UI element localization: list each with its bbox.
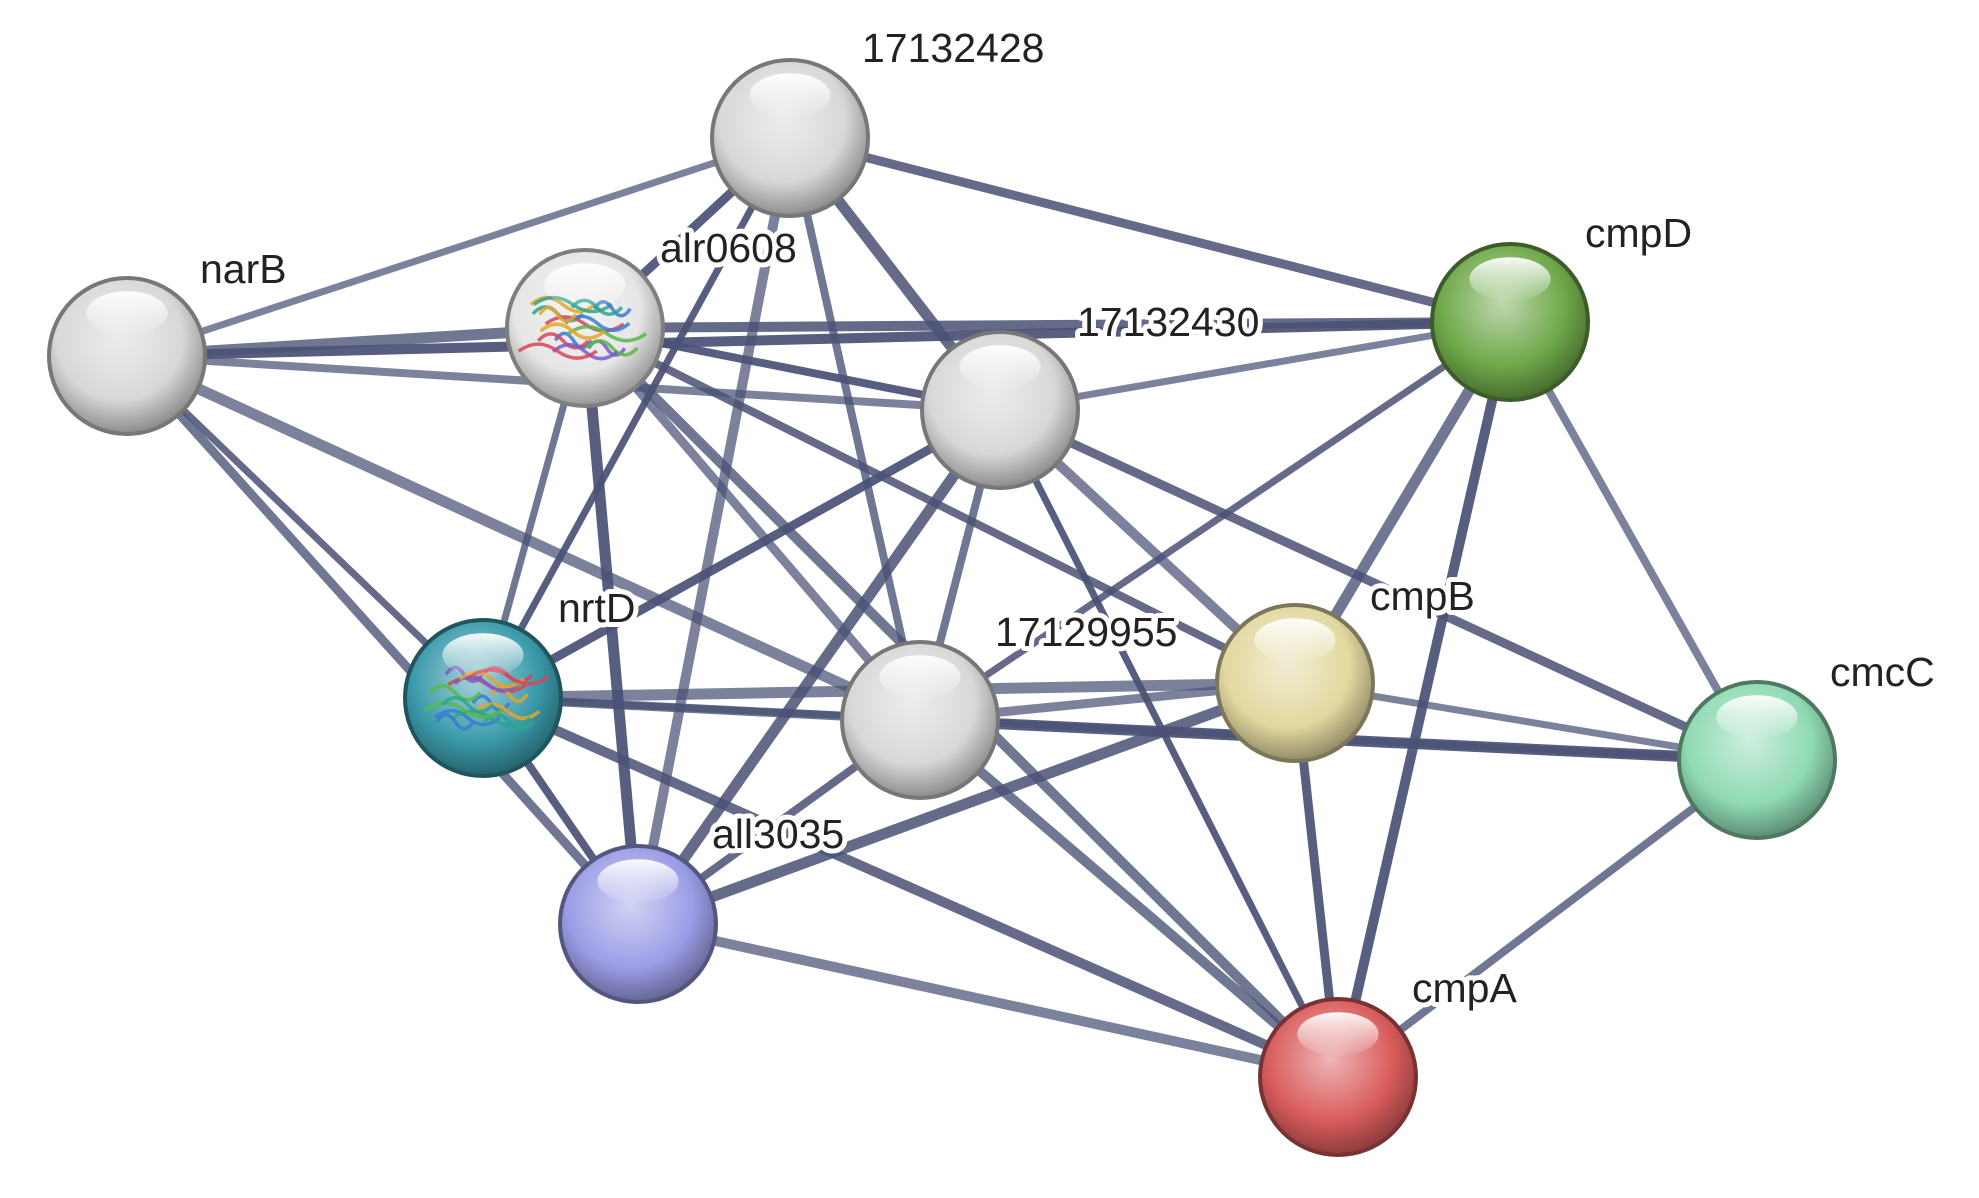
node-highlight [544, 263, 626, 307]
node-highlight [749, 73, 831, 117]
node-label-cmpA: cmpA [1412, 965, 1517, 1011]
node-cmpD[interactable] [1430, 242, 1590, 402]
node-17132430[interactable] [920, 330, 1080, 490]
edge-17132428-17129955 [786, 137, 924, 721]
edge-alr0608-cmpB [583, 324, 1297, 687]
node-cmpA[interactable] [1258, 997, 1418, 1157]
edge-narB-nrtD [124, 353, 486, 701]
edge-narB-all3035 [123, 352, 642, 928]
edge-17132430-cmpD [999, 318, 1511, 414]
labels-layer: 17132428 narB alr0608 17132430 cmpD nrtD 17129… [195, 20, 1940, 1016]
edge-alr0608-cmpD [584, 317, 1511, 333]
node-label-alr0608: alr0608 [660, 225, 797, 271]
node-highlight [1716, 695, 1798, 739]
nodes-layer [47, 58, 1837, 1157]
edge-17132428-cmpD [788, 133, 1512, 327]
node-cmcC[interactable] [1677, 680, 1837, 840]
edge-cmpB-all3035 [636, 677, 1297, 930]
node-label-narB: narB [200, 246, 287, 292]
node-highlight [879, 655, 961, 699]
edge-alr0608-17129955 [581, 325, 924, 723]
node-cmpB[interactable] [1215, 603, 1375, 763]
node-label-cmcC: cmcC [1830, 649, 1935, 695]
edge-17132430-all3035 [633, 406, 1005, 928]
edge-17129955-cmpA [916, 716, 1342, 1081]
node-highlight [86, 291, 168, 335]
node-highlight [1297, 1012, 1379, 1056]
node-label-cmpB: cmpB [1370, 573, 1475, 619]
node-highlight [597, 859, 679, 903]
edge-cmpD-17129955 [918, 319, 1512, 723]
edge-all3035-cmpA [636, 919, 1340, 1082]
node-label-17129955: 17129955 [995, 609, 1177, 655]
node-highlight [1254, 618, 1336, 662]
node-all3035[interactable] [558, 844, 718, 1004]
edge-17132428-all3035 [633, 137, 795, 925]
node-highlight [959, 345, 1041, 389]
node-alr0608[interactable] [505, 248, 665, 408]
edge-17132428-narB [125, 134, 792, 360]
edge-17132430-cmpA [996, 408, 1342, 1079]
edge-cmcC-cmpA [1335, 756, 1760, 1081]
node-label-all3035: all3035 [712, 811, 844, 857]
node-label-nrtD: nrtD [558, 585, 635, 631]
node-highlight [442, 633, 524, 677]
node-17129955[interactable] [840, 640, 1000, 800]
node-label-cmpD: cmpD [1585, 210, 1692, 256]
edge-cmpD-cmpA [1333, 320, 1515, 1079]
node-label-17132430: 17132430 [1077, 299, 1259, 345]
node-narB[interactable] [47, 276, 207, 436]
edge-cmpD-cmcC [1506, 320, 1761, 762]
edge-17132430-nrtD [480, 406, 1003, 702]
node-17132428[interactable] [710, 58, 870, 218]
node-nrtD[interactable] [403, 618, 563, 778]
edge-17132428-nrtD [479, 136, 794, 700]
edge-17132430-cmcC [998, 405, 1759, 765]
node-label-17132428: 17132428 [862, 25, 1044, 71]
node-highlight [1469, 257, 1551, 301]
edge-nrtD-cmpA [480, 693, 1341, 1082]
protein-structure-icon [423, 665, 550, 731]
